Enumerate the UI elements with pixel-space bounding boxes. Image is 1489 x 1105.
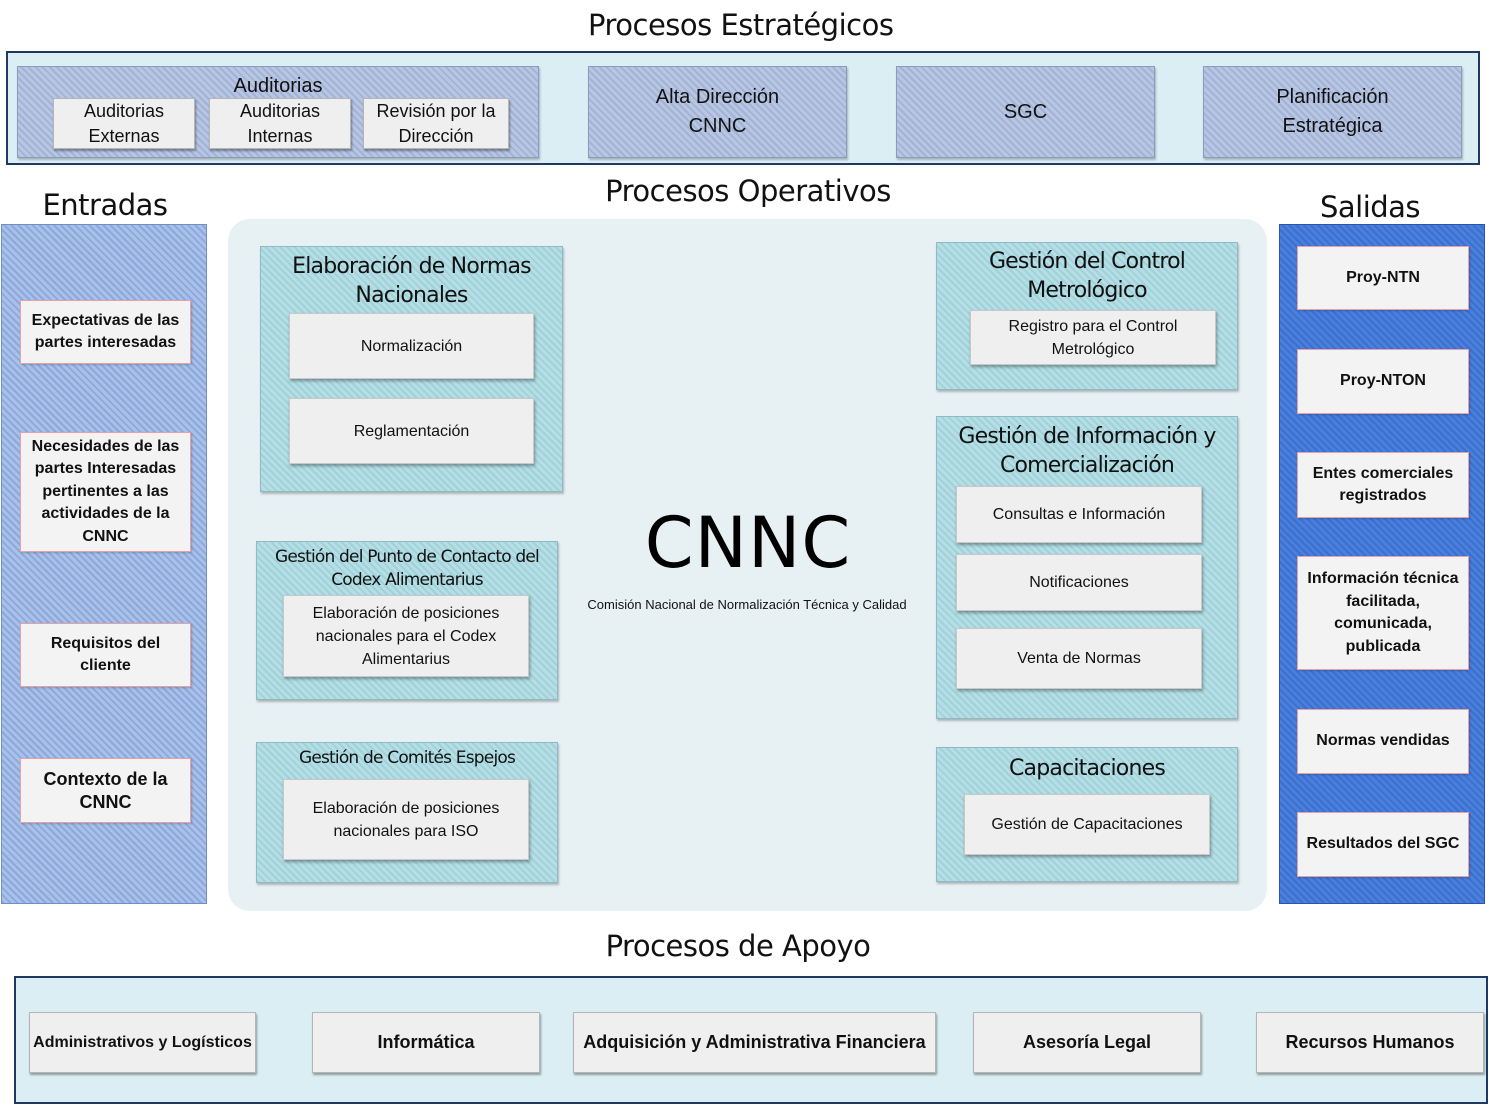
salida-proy-ntn: Proy-NTN [1297,246,1469,310]
salida-informacion-tecnica: Información técnica facilitada, comunica… [1297,556,1469,670]
planificacion-label: Planificación Estratégica [1276,86,1389,137]
item-notificaciones: Notificaciones [956,554,1202,611]
item-gestion-capacitaciones: Gestión de Capacitaciones [964,794,1210,855]
group-comites-espejos-title: Gestión de Comités Espejos [298,748,516,768]
entrada-expectativas: Expectativas de las partes interesadas [20,300,191,364]
auditorias-internas-box: Auditorias Internas [209,98,351,149]
apoyo-adquisicion: Adquisición y Administrativa Financiera [573,1012,936,1073]
group-capacitaciones: Capacitaciones Gestión de Capacitaciones [936,747,1238,882]
apoyo-recursos-humanos: Recursos Humanos [1256,1012,1484,1073]
heading-procesos-apoyo: Procesos de Apoyo [605,929,871,963]
group-comites-espejos: Gestión de Comités Espejos Elaboración d… [256,742,558,883]
item-normalizacion: Normalización [289,313,534,379]
salida-normas-vendidas: Normas vendidas [1297,709,1469,774]
item-posiciones-iso: Elaboración de posiciones nacionales par… [283,779,529,860]
cnnc-subtitle: Comisión Nacional de Normalización Técni… [587,597,907,612]
heading-procesos-operativos: Procesos Operativos [605,174,891,208]
salida-proy-nton: Proy-NTON [1297,349,1469,414]
heading-procesos-estrategicos: Procesos Estratégicos [588,8,894,42]
item-posiciones-codex: Elaboración de posiciones nacionales par… [283,595,529,677]
group-codex-title: Gestión del Punto de Contacto del Codex … [275,547,540,590]
group-elaboracion-normas-title: Elaboración de Normas Nacionales [292,254,532,308]
alta-direccion-block: Alta Dirección CNNC [588,66,847,158]
group-codex: Gestión del Punto de Contacto del Codex … [256,541,558,700]
group-control-metrologico-title: Gestión del Control Metrológico [988,249,1186,303]
item-reglamentacion: Reglamentación [289,398,534,464]
cnnc-logo-text: CNNC [644,502,852,584]
heading-entradas: Entradas [42,188,168,222]
planificacion-block: Planificación Estratégica [1203,66,1462,158]
sgc-block: SGC [896,66,1155,158]
sgc-label: SGC [1003,100,1048,123]
group-capacitaciones-title: Capacitaciones [1008,756,1166,781]
heading-salidas: Salidas [1319,190,1421,224]
group-informacion-title: Gestión de Información y Comercializació… [958,424,1216,478]
salida-resultados-sgc: Resultados del SGC [1297,812,1469,877]
apoyo-informatica: Informática [312,1012,540,1073]
item-venta-normas: Venta de Normas [956,628,1202,689]
salida-entes-comerciales: Entes comerciales registrados [1297,452,1469,518]
entrada-necesidades: Necesidades de las partes Interesadas pe… [20,432,191,552]
group-control-metrologico: Gestión del Control Metrológico Registro… [936,242,1238,390]
entrada-contexto: Contexto de la CNNC [20,758,191,823]
alta-direccion-label: Alta Dirección CNNC [655,86,780,137]
item-registro-metrologico: Registro para el Control Metrológico [970,310,1216,365]
auditorias-title: Auditorias [233,75,323,97]
entrada-requisitos: Requisitos del cliente [20,623,191,687]
auditorias-block: Auditorias Auditorias Externas Auditoria… [17,66,539,158]
auditorias-externas-box: Auditorias Externas [53,98,195,149]
item-consultas-informacion: Consultas e Información [956,486,1202,543]
apoyo-asesoria-legal: Asesoría Legal [973,1012,1201,1073]
revision-direccion-box: Revisión por la Dirección [363,98,509,149]
group-elaboracion-normas: Elaboración de Normas Nacionales Normali… [260,246,563,492]
apoyo-administrativos: Administrativos y Logísticos [29,1012,256,1073]
group-informacion-comercializacion: Gestión de Información y Comercializació… [936,416,1238,719]
